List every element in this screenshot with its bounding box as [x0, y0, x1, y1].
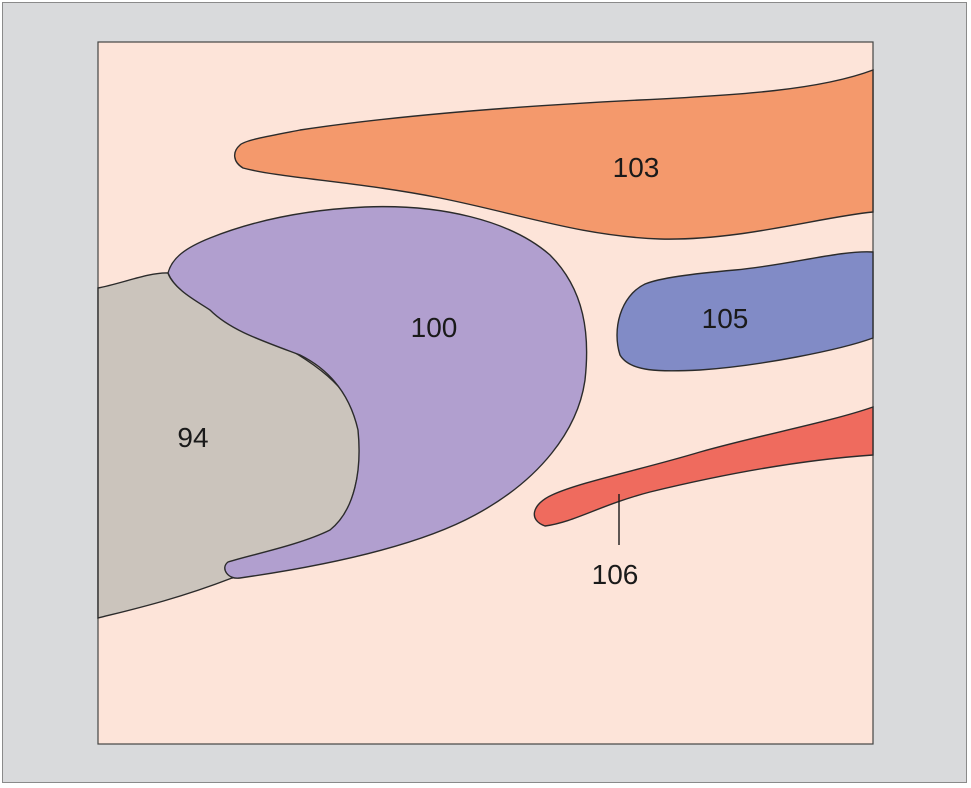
label-105: 105: [702, 303, 749, 334]
structure-105: [616, 251, 874, 372]
label-106: 106: [592, 559, 639, 590]
structure-103: [234, 68, 874, 240]
label-94: 94: [177, 422, 208, 453]
label-100: 100: [411, 312, 458, 343]
structure-100: [167, 205, 588, 579]
label-103: 103: [613, 152, 660, 183]
